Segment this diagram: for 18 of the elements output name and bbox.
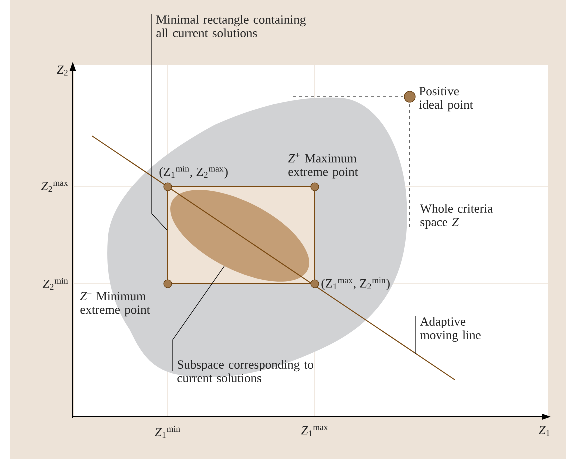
point-label: Z$^{–}$ Minimum extreme point xyxy=(80,292,150,317)
point-label: Z$^{+}$ Maximum extreme point xyxy=(288,153,358,179)
callout-text: Whole criteria space Z xyxy=(420,204,493,230)
tick-label: Z$_{2}$max xyxy=(41,182,68,192)
point-label: (Z$_{1}$$^{min}$, Z$_{2}$$^{max}$) xyxy=(160,166,228,179)
callout-text: Adaptive moving line xyxy=(420,317,481,342)
leader-line xyxy=(384,224,416,225)
tick-label: Z$_{1}$max xyxy=(301,426,328,436)
axis-label: Z$_{1}$ xyxy=(539,426,550,436)
callout-text: Minimal rectangle containing all current solutions xyxy=(156,15,306,38)
leader-line xyxy=(152,14,168,231)
tick-label: Z$_{1}$min xyxy=(155,426,180,438)
point-label: Positive ideal point xyxy=(419,87,474,112)
leader-line xyxy=(172,266,225,372)
callout-text: Subspace corresponding to current solutions xyxy=(178,360,314,382)
point-label: (Z$_{1}$$^{max}$, Z$_{2}$$^{min}$) xyxy=(322,278,390,290)
axis-label: Z$_{2}$ xyxy=(57,66,68,76)
tick-label: Z$_{2}$min xyxy=(42,278,68,290)
